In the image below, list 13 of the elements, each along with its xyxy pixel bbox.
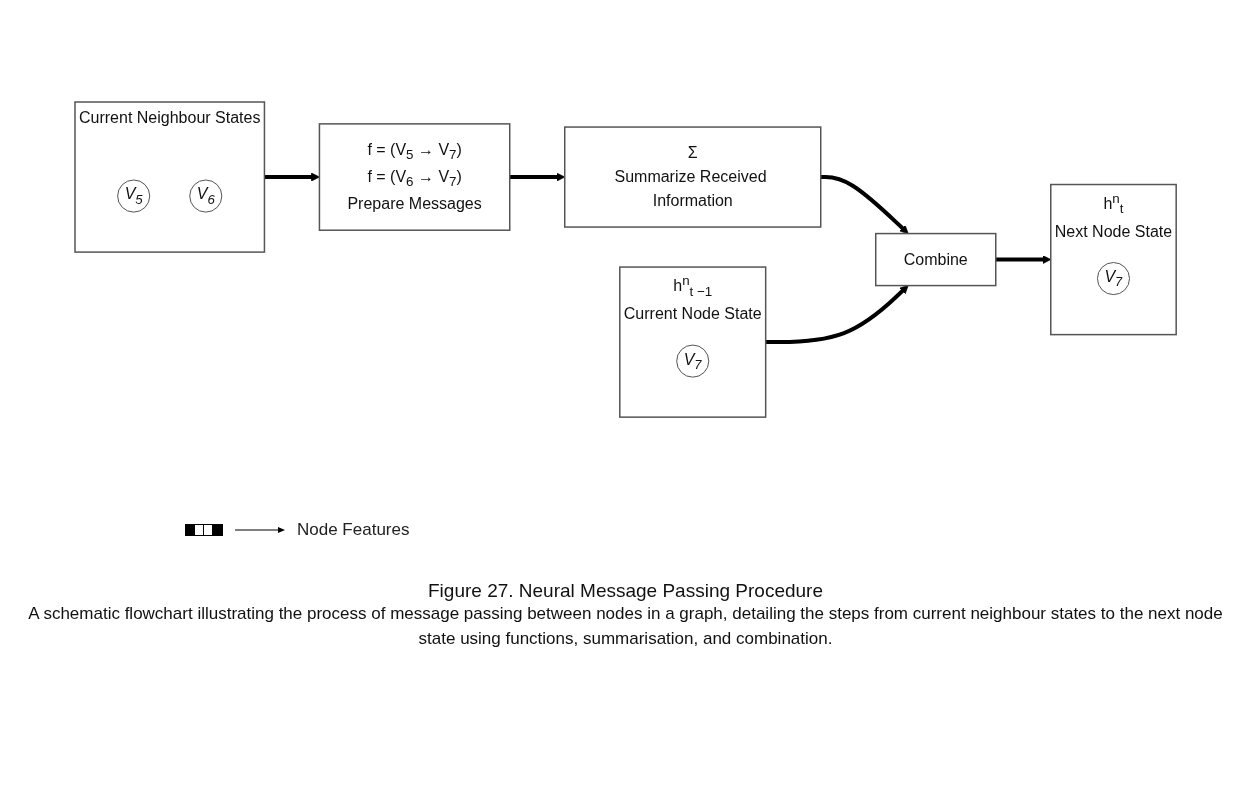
- figure-caption: Figure 27. Neural Message Passing Procedure: [428, 580, 823, 602]
- node-box: Σ Summarize Received Information: [563, 126, 822, 229]
- node-circle: V$_{7}$: [676, 344, 710, 379]
- node-box: f = (V$_{5}$ → V$_{7}$) f = (V$_{6}$ → V$_{7}$) Prepare Messages: [318, 123, 511, 232]
- arrow: [820, 175, 909, 235]
- node-circle: V$_{5}$: [117, 179, 151, 213]
- node-box: Combine: [874, 233, 997, 287]
- node-circle: V$_{7}$: [1096, 262, 1130, 296]
- figure-description: A schematic flowchart illustrating the process of message passing between nodes in a graph, detailing the steps from current neighbour states to the next node state using functions, summarisation, and combination.: [27, 603, 1224, 650]
- legend-text: Node Features: [297, 520, 410, 540]
- arrow: [765, 285, 909, 345]
- arrow: [264, 173, 320, 182]
- node-circle: V$_{6}$: [189, 179, 223, 213]
